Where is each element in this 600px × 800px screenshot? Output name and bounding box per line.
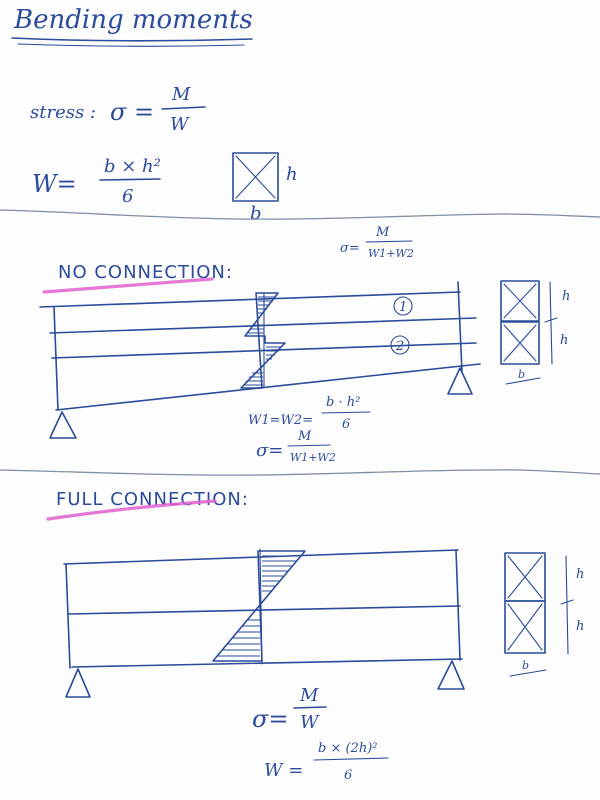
nc-sigma-bottom-bar	[287, 444, 331, 447]
nc-sigma-label: σ=	[340, 241, 360, 256]
page-title: Bending moments	[13, 5, 253, 35]
w-numerator: b × h²	[104, 156, 161, 177]
fc-w-den: 6	[344, 768, 352, 783]
cross-section-box	[232, 152, 279, 202]
cross-section-cross	[235, 155, 276, 199]
nc-w-equation-bar	[321, 411, 371, 414]
nc-b-label: b	[518, 368, 525, 381]
w-fraction-bar	[99, 178, 161, 181]
fc-beam-bottom-edge	[71, 658, 463, 668]
fc-w-lhs: W =	[264, 760, 303, 781]
nc-section-upper	[500, 280, 540, 322]
nc-beam-left-edge	[53, 306, 59, 411]
fc-stress-diagram	[212, 550, 306, 662]
section-divider-1	[0, 209, 600, 220]
fc-sigma-num: M	[299, 685, 319, 706]
nc-right-support-icon	[447, 367, 473, 395]
fc-stress-hatch	[217, 555, 300, 657]
w-denominator: 6	[122, 186, 133, 207]
nc-b-dimension-line	[505, 377, 541, 385]
fc-h-upper-label: h	[576, 567, 584, 582]
fc-w-bar	[313, 757, 389, 761]
fc-h-lower-label: h	[576, 619, 584, 634]
full-connection-highlight	[46, 499, 217, 521]
fc-section-lower-cross	[507, 603, 543, 651]
fc-sigma-bar	[293, 706, 327, 709]
fc-beam-top-edge	[63, 549, 459, 565]
nc-beam-bottom-edge	[55, 363, 481, 411]
title-underline-second	[17, 43, 245, 47]
nc-beam-right-edge	[457, 281, 463, 373]
fraction-numerator-m: M	[171, 84, 191, 105]
equals-sign: =	[134, 98, 154, 126]
cross-section-h-label: h	[286, 164, 298, 185]
nc-layer-1-label: 1	[399, 300, 407, 315]
fc-sigma-label: σ=	[252, 705, 289, 733]
fc-stress-axis	[259, 548, 263, 665]
nc-sigma-num: M	[375, 225, 390, 240]
nc-section-lower-cross	[503, 324, 537, 362]
nc-h-lower-label: h	[560, 333, 568, 348]
fraction-bar	[161, 106, 206, 110]
section-divider-2	[0, 469, 600, 476]
fc-w-num: b × (2h)²	[318, 741, 377, 756]
nc-section-lower	[500, 321, 540, 365]
fc-left-support-icon	[65, 668, 91, 698]
nc-beam-top-edge	[39, 291, 461, 308]
nc-w-equation-den: 6	[342, 417, 350, 432]
nc-left-support-icon	[49, 411, 77, 439]
fc-beam-left-edge	[65, 563, 71, 669]
nc-section-upper-cross	[503, 283, 537, 319]
fc-sigma-den: W	[300, 712, 320, 733]
fc-section-upper-cross	[507, 555, 543, 599]
fc-b-label: b	[522, 659, 529, 672]
nc-sigma-bottom-label: σ=	[256, 440, 283, 461]
nc-sigma-bottom-den: W1+W2	[290, 451, 336, 464]
fc-beam-right-edge	[455, 549, 461, 661]
title-underline	[11, 37, 253, 42]
fc-b-dimension-line	[509, 669, 547, 677]
nc-sigma-bar	[365, 240, 413, 243]
fc-section-lower	[504, 600, 546, 654]
nc-sigma-bottom-num: M	[297, 429, 312, 444]
nc-h-dimension-line	[544, 281, 558, 365]
nc-sigma-den: W1+W2	[368, 247, 414, 260]
no-connection-highlight	[42, 277, 214, 294]
sigma-symbol: σ	[110, 98, 127, 126]
fc-right-support-icon	[437, 660, 465, 690]
stress-label: stress :	[30, 102, 96, 123]
fraction-denominator-w: W	[170, 114, 190, 135]
nc-layer-2-label: 2	[395, 339, 404, 354]
nc-stress-hatch	[243, 296, 282, 386]
nc-h-upper-label: h	[562, 289, 570, 304]
fc-h-dimension-line	[560, 555, 574, 655]
nc-layer-2-circle	[390, 335, 410, 355]
nc-w-equation-lhs: W1=W2=	[248, 413, 313, 428]
nc-layer-1-circle	[393, 296, 413, 316]
nc-stress-diagram	[240, 292, 286, 389]
w-label: W=	[32, 170, 77, 198]
fc-beam-interface	[67, 605, 461, 615]
cross-section-b-label: b	[250, 203, 262, 224]
nc-w-equation-num: b · h²	[326, 395, 360, 410]
no-connection-heading: NO CONNECTION:	[58, 262, 233, 283]
full-connection-heading: FULL CONNECTION:	[56, 489, 249, 510]
